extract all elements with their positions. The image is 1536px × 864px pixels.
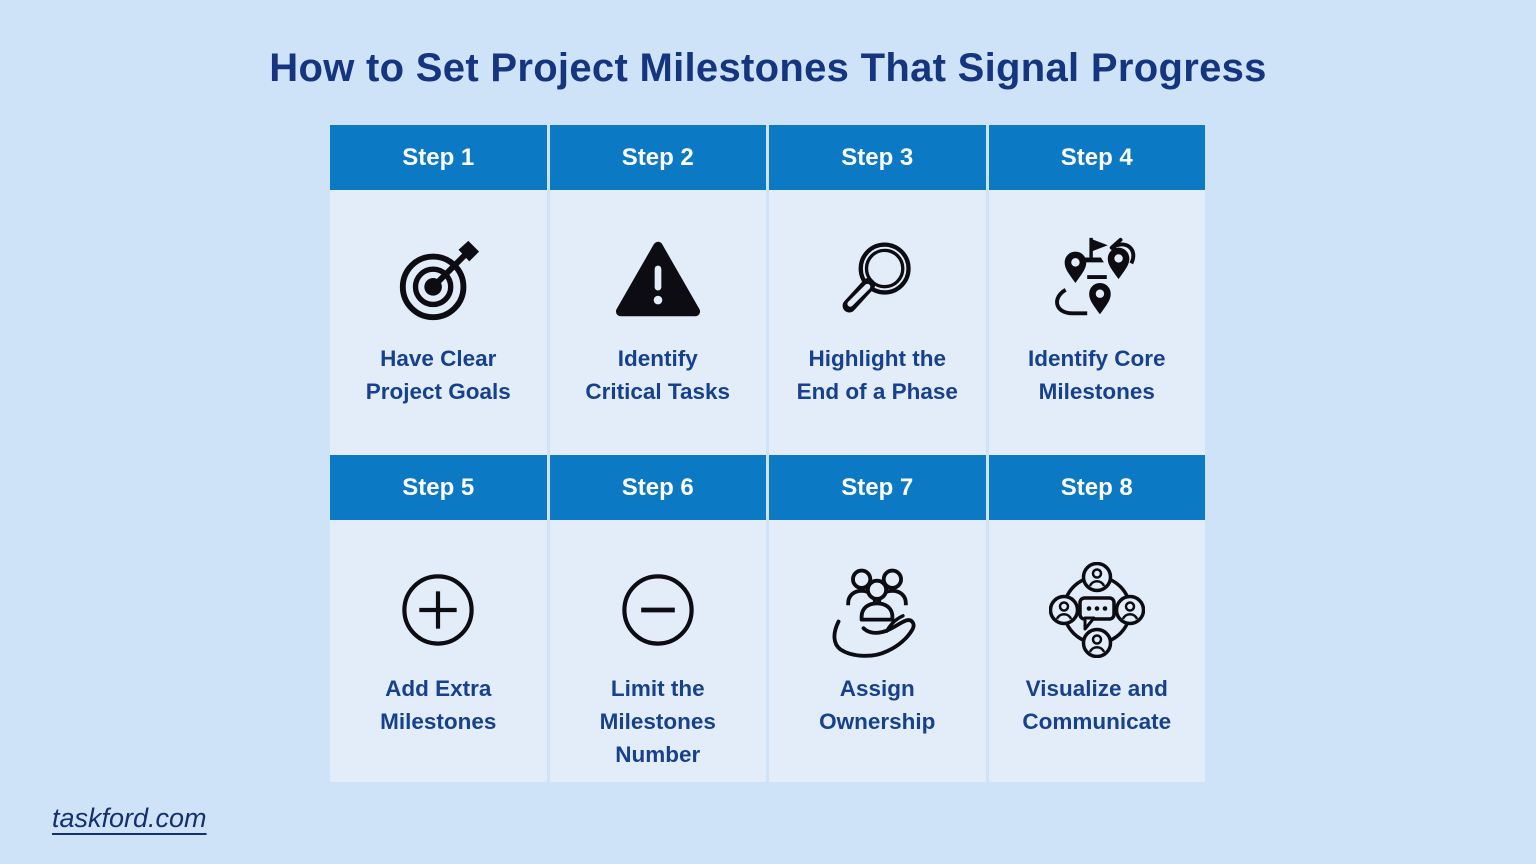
step-4-header: Step 4 xyxy=(988,125,1205,190)
step-6-header: Step 6 xyxy=(549,455,766,520)
step-8-header: Step 8 xyxy=(988,455,1205,520)
plus-circle-icon xyxy=(396,562,480,658)
step-5-cell: Add Extra Milestones xyxy=(330,520,547,782)
step-1-cell: Have Clear Project Goals xyxy=(330,190,547,455)
step-label: Have Clear Project Goals xyxy=(365,346,511,404)
step-7-header: Step 7 xyxy=(769,455,986,520)
step-6-cell: Limit the Milestones Number xyxy=(549,520,766,782)
warning-triangle-icon xyxy=(615,232,701,328)
target-dart-icon xyxy=(394,232,482,328)
steps-grid: Step 1 Step 2 Step 3 Step 4 Have Clear P… xyxy=(330,125,1205,782)
website-link[interactable]: taskford.com xyxy=(52,803,207,833)
step-label: Identify Critical Tasks xyxy=(585,346,731,404)
step-label: Highlight the End of a Phase xyxy=(796,346,958,404)
step-7-cell: Assign Ownership xyxy=(769,520,986,782)
step-label: Visualize and Communicate xyxy=(1022,676,1172,734)
team-in-hand-icon xyxy=(827,562,927,658)
step-label: Assign Ownership xyxy=(819,676,936,734)
step-label: Limit the Milestones Number xyxy=(599,676,716,767)
step-3-header: Step 3 xyxy=(769,125,986,190)
step-5-header: Step 5 xyxy=(330,455,547,520)
step-3-cell: Highlight the End of a Phase xyxy=(769,190,986,455)
step-8-cell: Visualize and Communicate xyxy=(988,520,1205,782)
step-4-cell: Identify Core Milestones xyxy=(988,190,1205,455)
step-2-header: Step 2 xyxy=(549,125,766,190)
step-label: Add Extra Milestones xyxy=(380,676,497,734)
step-label: Identify Core Milestones xyxy=(1027,346,1166,404)
communication-network-icon xyxy=(1048,562,1145,658)
milestones-route-icon xyxy=(1048,232,1146,328)
magnifier-icon xyxy=(834,232,920,328)
page-title: How to Set Project Milestones That Signa… xyxy=(269,46,1267,90)
step-2-cell: Identify Critical Tasks xyxy=(549,190,766,455)
step-1-header: Step 1 xyxy=(330,125,547,190)
minus-circle-icon xyxy=(616,562,700,658)
